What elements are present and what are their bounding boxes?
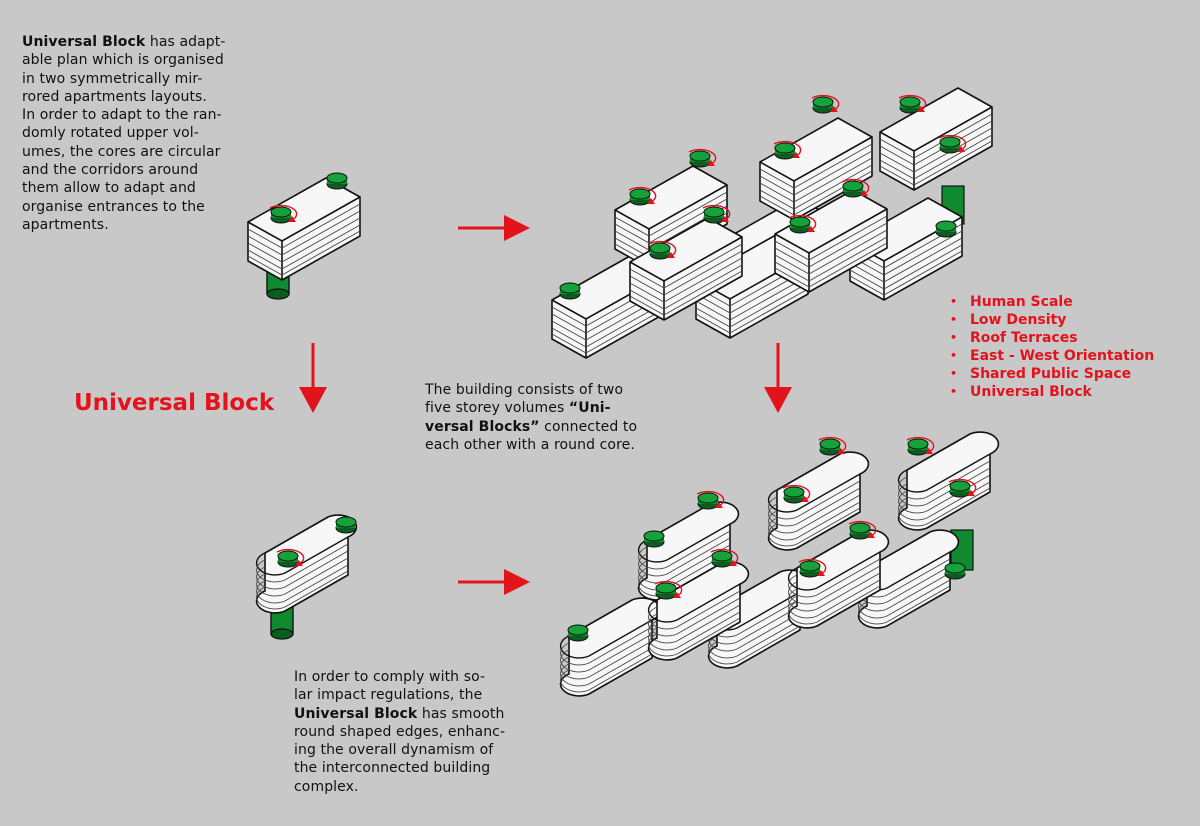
middle-line-2a: five storey volumes	[425, 400, 569, 417]
intro-title: Universal Block	[22, 34, 146, 50]
bottom-line-6: the interconnected building	[294, 760, 491, 777]
intro-line-10: apartments.	[22, 216, 109, 233]
intro-line-1: able plan which is organised	[22, 52, 224, 69]
feature-item: Shared Public Space	[950, 365, 1154, 383]
feature-item: Universal Block	[950, 383, 1154, 401]
composite-round-blocks	[559, 431, 1000, 697]
middle-line-2b: “Uni-	[568, 400, 611, 417]
arrow-down-right	[762, 341, 794, 415]
composite-rect-blocks	[551, 87, 993, 359]
bottom-line-7: complex.	[294, 778, 359, 795]
single-round-block	[255, 514, 358, 640]
feature-item: Human Scale	[950, 293, 1154, 311]
feature-item: Roof Terraces	[950, 329, 1154, 347]
bottom-line-3b: has smooth	[417, 705, 505, 722]
bottom-line-2: lar impact regulations, the	[294, 687, 483, 704]
intro-line-8: them allow to adapt and	[22, 180, 196, 197]
intro-paragraph: Universal Block has adapt- able plan whi…	[22, 33, 237, 234]
intro-line-6: umes, the cores are circular	[22, 143, 221, 160]
feature-item: East - West Orientation	[950, 347, 1154, 365]
bottom-line-4: round shaped edges, enhanc-	[294, 723, 506, 740]
intro-line-3: rored apartments layouts.	[22, 88, 207, 105]
middle-line-3a: versal Blocks”	[425, 418, 540, 435]
middle-line-3b: connected to	[539, 418, 638, 435]
intro-line-0: has adapt-	[145, 34, 226, 50]
bottom-line-1: In order to comply with so-	[294, 669, 486, 685]
feature-list: Human Scale Low Density Roof Terraces Ea…	[950, 293, 1154, 402]
arrow-right-bottom	[456, 567, 532, 597]
middle-line-1: The building consists of two	[425, 382, 624, 398]
bottom-line-3a: Universal Block	[294, 705, 418, 722]
bottom-line-5: ing the overall dynamism of	[294, 742, 494, 759]
arrow-right-top	[456, 213, 532, 243]
bottom-paragraph: In order to comply with so- lar impact r…	[294, 668, 534, 796]
intro-line-5: domly rotated upper vol-	[22, 125, 199, 142]
intro-line-4: In order to adapt to the ran-	[22, 107, 222, 124]
intro-line-7: and the corridors around	[22, 162, 199, 179]
arrow-down-left	[297, 341, 329, 415]
middle-line-4: each other with a round core.	[425, 436, 635, 453]
universal-block-heading: Universal Block	[74, 390, 275, 416]
feature-item: Low Density	[950, 311, 1154, 329]
single-rect-block	[247, 172, 361, 300]
intro-line-2: in two symmetrically mir-	[22, 70, 203, 87]
intro-line-9: organise entrances to the	[22, 198, 205, 215]
middle-paragraph: The building consists of two five storey…	[425, 381, 645, 454]
